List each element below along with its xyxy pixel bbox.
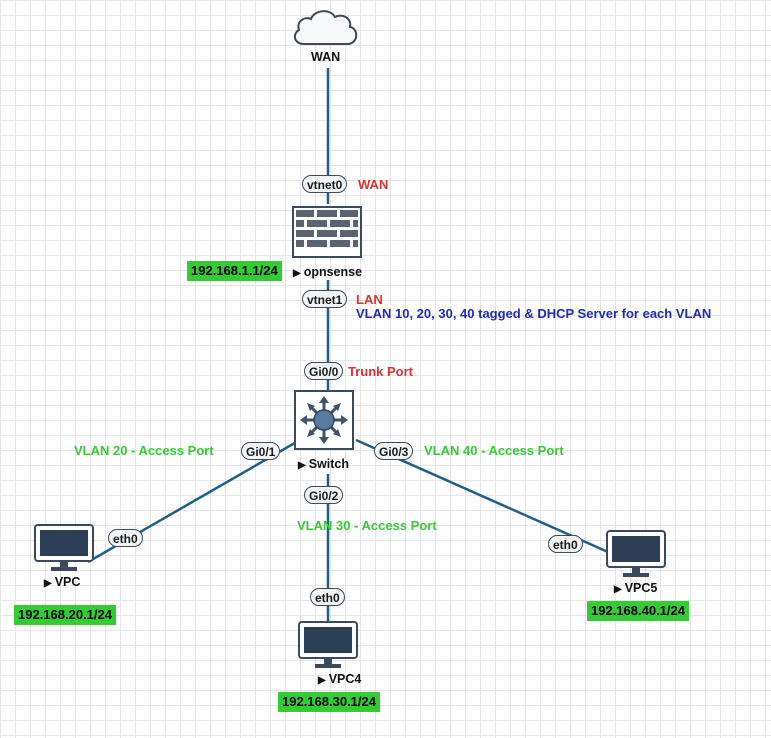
play-icon: ▶ bbox=[298, 460, 306, 471]
lan-annotation: LAN bbox=[356, 292, 383, 307]
play-icon: ▶ bbox=[293, 268, 301, 279]
vpc5-ip-badge: 192.168.40.1/24 bbox=[587, 601, 689, 621]
interface-gi0-1[interactable]: Gi0/1 bbox=[241, 442, 281, 460]
interface-vtnet1[interactable]: vtnet1 bbox=[302, 290, 348, 308]
cloud-icon[interactable] bbox=[290, 6, 362, 48]
switch-icon[interactable] bbox=[294, 390, 354, 450]
firewall-ip-badge: 192.168.1.1/24 bbox=[187, 261, 282, 281]
monitor-icon[interactable] bbox=[297, 620, 359, 670]
interface-gi0-3[interactable]: Gi0/3 bbox=[374, 442, 414, 460]
interface-vtnet0[interactable]: vtnet0 bbox=[302, 175, 348, 193]
interface-gi0-0[interactable]: Gi0/0 bbox=[304, 362, 344, 380]
vpc5-name: VPC5 bbox=[624, 581, 658, 595]
firewall-name: opnsense bbox=[303, 265, 363, 279]
monitor-icon[interactable] bbox=[605, 529, 667, 579]
switch-name: Switch bbox=[308, 457, 349, 471]
vpc4-node-label: ▶VPC4 bbox=[318, 672, 361, 688]
play-icon: ▶ bbox=[318, 675, 326, 686]
vpc-name: VPC bbox=[54, 575, 81, 589]
play-icon: ▶ bbox=[44, 578, 52, 589]
monitor-icon[interactable] bbox=[33, 523, 95, 573]
wan-node-label: WAN bbox=[311, 50, 341, 64]
vpc4-name: VPC4 bbox=[328, 672, 362, 686]
firewall-node-label: ▶opnsense bbox=[293, 265, 362, 281]
vpc-ip-badge: 192.168.20.1/24 bbox=[14, 605, 116, 625]
firewall-icon[interactable] bbox=[292, 206, 362, 258]
vpc4-ip-badge: 192.168.30.1/24 bbox=[278, 692, 380, 712]
vlan20-annotation: VLAN 20 - Access Port bbox=[74, 443, 214, 458]
trunk-annotation: Trunk Port bbox=[348, 364, 414, 379]
vlan40-annotation: VLAN 40 - Access Port bbox=[424, 443, 564, 458]
interface-vpc-eth0[interactable]: eth0 bbox=[108, 529, 143, 547]
wan-annotation: WAN bbox=[358, 177, 389, 192]
vlan30-annotation: VLAN 30 - Access Port bbox=[297, 518, 437, 533]
play-icon: ▶ bbox=[614, 584, 622, 595]
interface-gi0-2[interactable]: Gi0/2 bbox=[304, 486, 344, 504]
vpc-node-label: ▶VPC bbox=[44, 575, 80, 591]
vpc5-node-label: ▶VPC5 bbox=[614, 581, 657, 597]
switch-node-label: ▶Switch bbox=[298, 457, 349, 473]
interface-vpc5-eth0[interactable]: eth0 bbox=[548, 535, 583, 553]
interface-vpc4-eth0[interactable]: eth0 bbox=[310, 588, 345, 606]
vlan-note-annotation: VLAN 10, 20, 30, 40 tagged & DHCP Server… bbox=[356, 306, 712, 321]
